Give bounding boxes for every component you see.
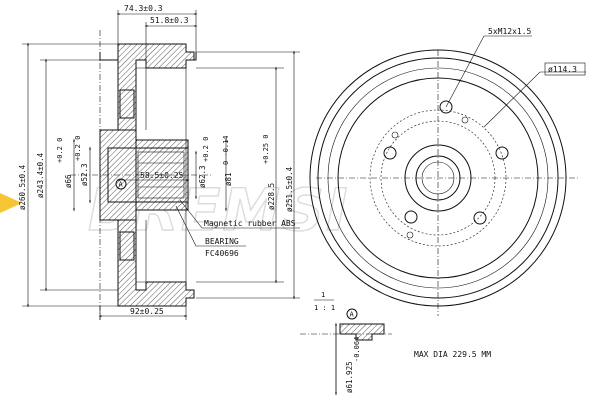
drum-face-circle [337,77,539,279]
dim-top-inner: 51.8±0.3 [150,16,189,25]
svg-text:+0.2 0: +0.2 0 [56,138,64,163]
detail-section [339,323,385,341]
dim-inner-62: ø62.3 [198,165,207,188]
svg-text:+0.2 0: +0.2 0 [202,137,210,162]
dim-top-overall: 74.3±0.3 [124,4,163,13]
bolt-hole-2 [495,146,509,160]
center-bore-circle [415,155,461,201]
front-view: 5xM12x1.5 ø114.3 MAX DIA 229.5 MM [309,27,586,359]
dim-left-outer: ø260.5±0.4 [18,164,27,210]
callout-a-letter: A [119,181,124,189]
bolt-hole-lower [119,231,135,261]
label-magnetic-rubber: Magnetic rubber ABS [204,219,296,228]
dim-inner-81: ø81 [224,172,233,186]
side-section-view: 74.3±0.3 51.8±0.3 ø260.5±0.4 ø243.4±0.4 … [18,4,300,320]
pcd-circle [380,120,496,236]
detail-view-a: 1 1 : 1 A ø61.925 -0.064 [300,291,392,396]
detail-scale-bottom: 1 : 1 [314,304,335,312]
bolt-hole-1 [439,100,453,114]
dim-inner-52: ø52.3 [80,163,89,186]
bolt-hole-3 [473,211,487,225]
dim-left-inner: ø243.4±0.4 [36,152,45,198]
drum-outer-circle [309,49,567,307]
dim-bottom-92: 92±0.25 [130,307,164,316]
bolt-hole [119,89,135,119]
bolt-hole-4 [404,210,418,224]
hub-circle [404,144,472,212]
dim-right-228: ø228.5 [267,183,276,210]
detail-callout-letter: A [350,311,355,319]
dim-inner-66: ø66 [64,174,73,188]
label-bearing-code: FC40696 [205,249,239,258]
dim-center-58: 58.5±0.25 [140,171,184,180]
svg-text:+0.25 0: +0.25 0 [262,134,270,164]
callout-a-circle [115,178,127,190]
watermark-logo-arrow-icon [0,193,22,213]
dim-right-251: ø251.5±0.4 [285,166,294,212]
svg-text:+0.2 0: +0.2 0 [74,136,82,161]
detail-dim: ø61.925 [345,361,354,393]
label-bolt-pattern: 5xM12x1.5 [488,27,532,36]
label-pcd: ø114.3 [548,65,577,74]
detail-dim-tolerance: -0.064 [353,337,361,362]
label-max-dia: MAX DIA 229.5 MM [414,350,491,359]
detail-scale-top: 1 [321,291,325,299]
svg-text:0 -0.14: 0 -0.14 [222,135,230,165]
label-bearing: BEARING [205,237,239,246]
drum-shell-top [117,43,195,131]
bolt-hole-5 [383,146,397,160]
detail-callout-circle [346,308,358,320]
